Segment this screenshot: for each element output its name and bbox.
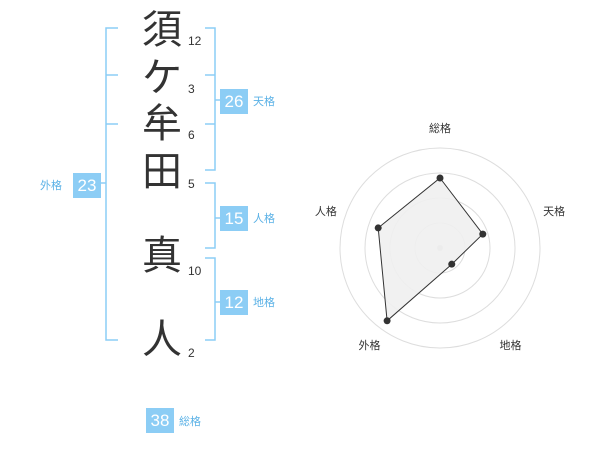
radar-axis-label: 地格 [500,338,522,352]
radar-ring [339,147,541,349]
radar-point [479,230,487,238]
gaikaku-bracket [105,27,118,341]
soukaku-label: 総格 [179,415,201,428]
name-char-5: 真 [142,233,182,279]
stroke-count-2: 3 [188,82,195,96]
stroke-count-3: 6 [188,128,195,142]
radar-axis-label: 人格 [315,204,337,218]
stroke-count-5: 10 [188,264,202,278]
soukaku-value: 38 [146,408,174,433]
chikaku-value: 12 [220,290,248,315]
tenkaku-value: 26 [220,89,248,114]
jinkaku-label: 人格 [253,212,275,225]
radar-axis-label: 天格 [543,204,565,218]
tenkaku-label: 天格 [253,95,275,108]
chikaku-label: 地格 [253,296,275,309]
stroke-count-4: 5 [188,177,195,191]
stroke-count-6: 2 [188,346,195,360]
chikaku-bracket [205,257,216,341]
radar-point [374,224,382,232]
name-char-6: 人 [142,317,182,363]
name-char-4: 田 [142,149,182,195]
radar-point [436,174,444,182]
radar-ring [364,172,516,324]
jinkaku-bracket [205,182,216,249]
radar-data-polygon [377,177,484,322]
name-char-1: 須 [142,7,182,53]
name-char-2: ケ [142,55,182,101]
stroke-count-1: 12 [188,34,202,48]
tenkaku-bracket [205,27,216,171]
radar-axis-label: 総格 [429,121,451,135]
name-char-3: 牟 [142,101,182,147]
jinkaku-value: 15 [220,206,248,231]
radar-point [448,260,456,268]
gaikaku-value: 23 [73,173,101,198]
radar-axis-label: 外格 [358,338,380,352]
gaikaku-label: 外格 [40,179,62,192]
radar-point [383,317,391,325]
